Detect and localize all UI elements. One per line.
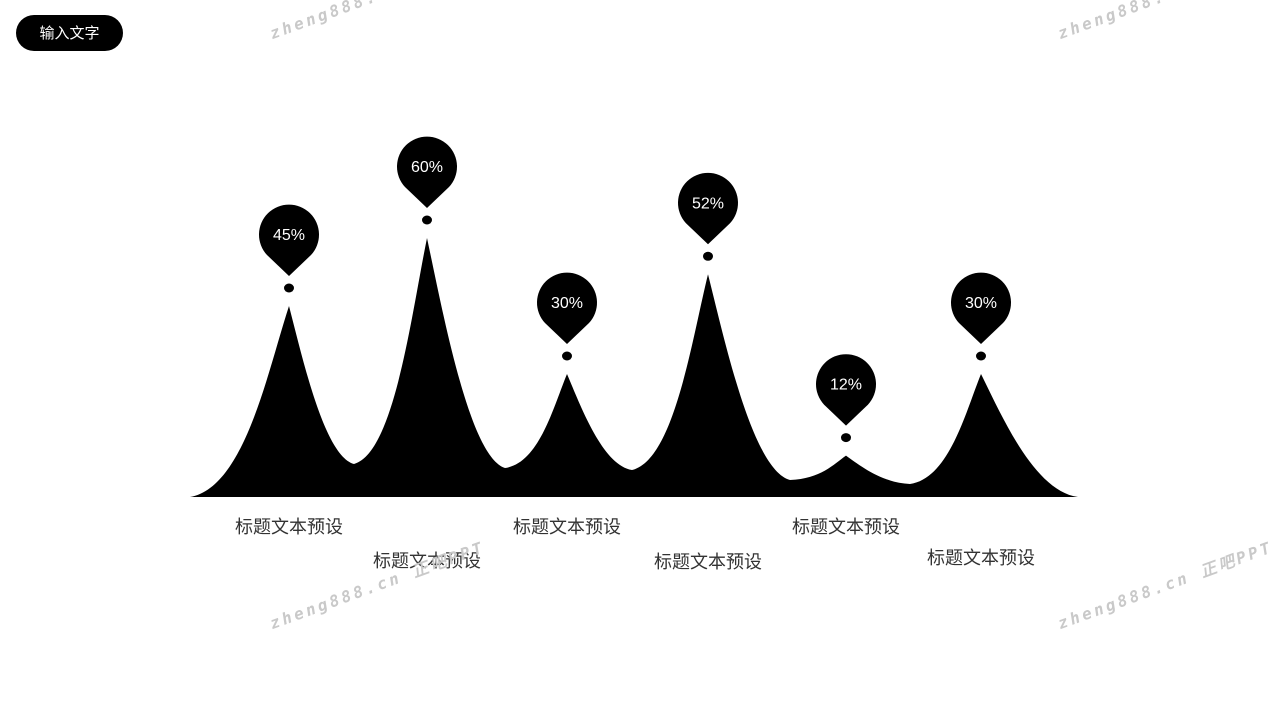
peak-dot xyxy=(562,351,572,361)
category-label: 标题文本预设 xyxy=(792,517,900,538)
value-pin xyxy=(678,172,739,245)
category-label: 标题文本预设 xyxy=(235,517,343,538)
peak-dot xyxy=(976,351,986,361)
category-label: 标题文本预设 xyxy=(513,517,621,538)
value-label: 60% xyxy=(411,159,443,176)
value-pin xyxy=(951,272,1011,344)
peak-dot xyxy=(841,433,851,443)
peak-area xyxy=(190,238,1078,497)
peak-dot xyxy=(284,283,294,293)
value-pin xyxy=(259,204,320,276)
peak-dot xyxy=(422,215,432,225)
title-pill: 输入文字 xyxy=(16,15,123,51)
value-label: 52% xyxy=(692,195,724,212)
value-pin xyxy=(537,272,598,344)
value-pin xyxy=(397,136,457,208)
value-label: 30% xyxy=(965,295,997,312)
value-label: 45% xyxy=(273,227,305,244)
category-label: 标题文本预设 xyxy=(654,552,762,573)
category-label: 标题文本预设 xyxy=(373,551,481,572)
peak-dot xyxy=(703,251,713,261)
value-label: 30% xyxy=(551,295,583,312)
value-label: 12% xyxy=(830,377,862,394)
category-label: 标题文本预设 xyxy=(927,548,1035,569)
value-pin xyxy=(816,354,876,426)
